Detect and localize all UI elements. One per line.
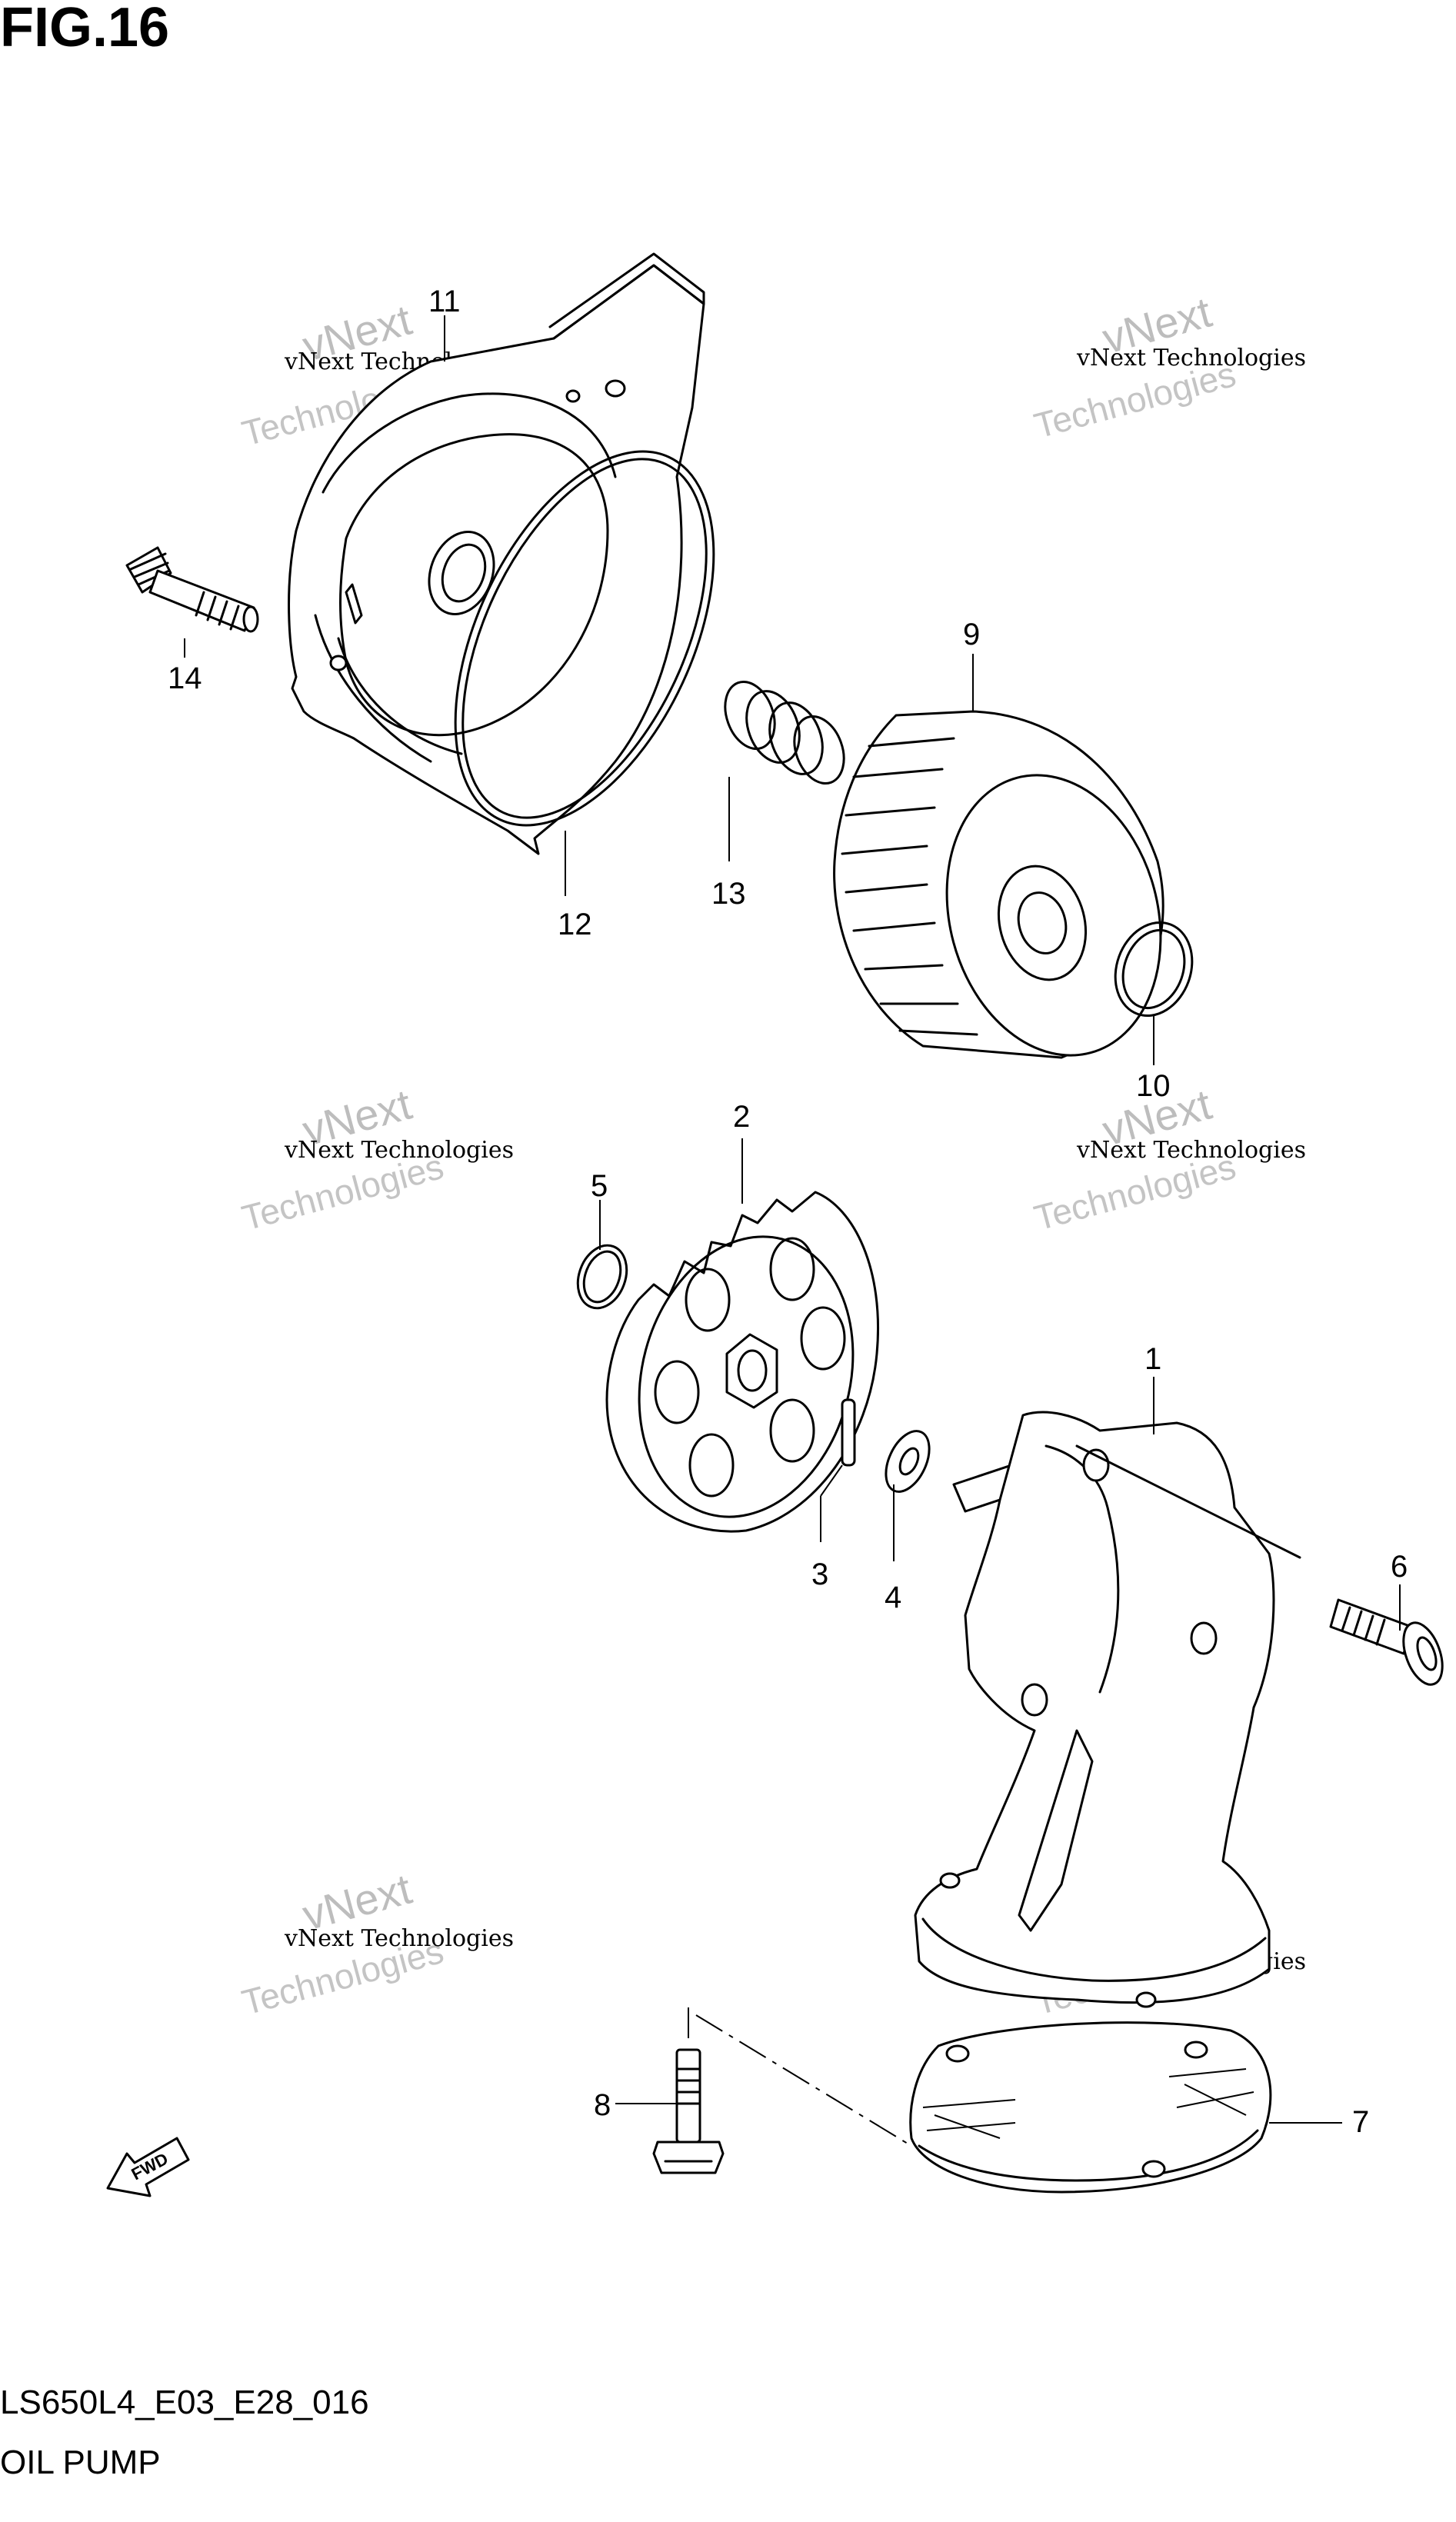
part-11-housing-cover bbox=[288, 252, 705, 855]
callout-6: 6 bbox=[1391, 1550, 1408, 1584]
leader-lines bbox=[184, 315, 1401, 2124]
part-3-pin bbox=[841, 1398, 856, 1467]
footer-diagram-name: OIL PUMP bbox=[0, 2444, 161, 2481]
callout-4: 4 bbox=[885, 1581, 901, 1614]
part-13-spring bbox=[724, 680, 845, 785]
alignment-line bbox=[695, 2014, 912, 2147]
watermark-text: vNext Technologies bbox=[1076, 345, 1306, 371]
watermark-top-right: vNext Technologies vNext Technologies bbox=[1030, 288, 1306, 446]
part-6-bolt bbox=[1329, 1598, 1444, 1686]
part-8-bolt bbox=[652, 2048, 725, 2174]
watermark-text: vNext Technologies bbox=[1076, 1137, 1306, 1164]
callout-13: 13 bbox=[711, 877, 746, 911]
callout-14: 14 bbox=[168, 661, 202, 695]
callout-11: 11 bbox=[428, 285, 461, 318]
callout-7: 7 bbox=[1352, 2105, 1369, 2139]
watermark-mid-left: vNext Technologies vNext Technologies bbox=[238, 1080, 514, 1238]
fwd-arrow-icon: FWD bbox=[106, 2137, 190, 2197]
callout-labels: 11 14 9 12 13 10 2 5 1 6 3 4 7 8 bbox=[168, 285, 1408, 2139]
part-5-circlip bbox=[576, 1244, 628, 1310]
part-2-gear bbox=[605, 1191, 879, 1533]
callout-2: 2 bbox=[733, 1100, 750, 1134]
callout-1: 1 bbox=[1144, 1342, 1161, 1376]
watermark-text: vNext Technologies bbox=[284, 1137, 514, 1164]
watermark-mid-right: vNext Technologies vNext Technologies bbox=[1030, 1080, 1306, 1238]
callout-12: 12 bbox=[558, 908, 592, 941]
part-4-washer bbox=[885, 1430, 931, 1493]
part-14-bolt bbox=[125, 546, 259, 633]
callout-8: 8 bbox=[594, 2088, 611, 2122]
callout-10: 10 bbox=[1136, 1069, 1171, 1103]
watermark-text: vNext Technologies bbox=[284, 1925, 514, 1952]
callout-5: 5 bbox=[591, 1169, 608, 1203]
callout-9: 9 bbox=[963, 618, 980, 651]
watermark-bottom-left: vNext Technologies vNext Technologies bbox=[238, 1864, 514, 2023]
part-12-o-ring bbox=[454, 450, 715, 827]
part-1-oil-pump bbox=[914, 1411, 1301, 2008]
footer-diagram-code: LS650L4_E03_E28_016 bbox=[0, 2384, 369, 2421]
part-9-oil-filter bbox=[833, 710, 1164, 1059]
callout-3: 3 bbox=[811, 1558, 828, 1591]
part-10-o-ring bbox=[1114, 921, 1194, 1018]
part-7-strainer bbox=[909, 2021, 1272, 2194]
figure-title: FIG.16 bbox=[0, 0, 170, 58]
